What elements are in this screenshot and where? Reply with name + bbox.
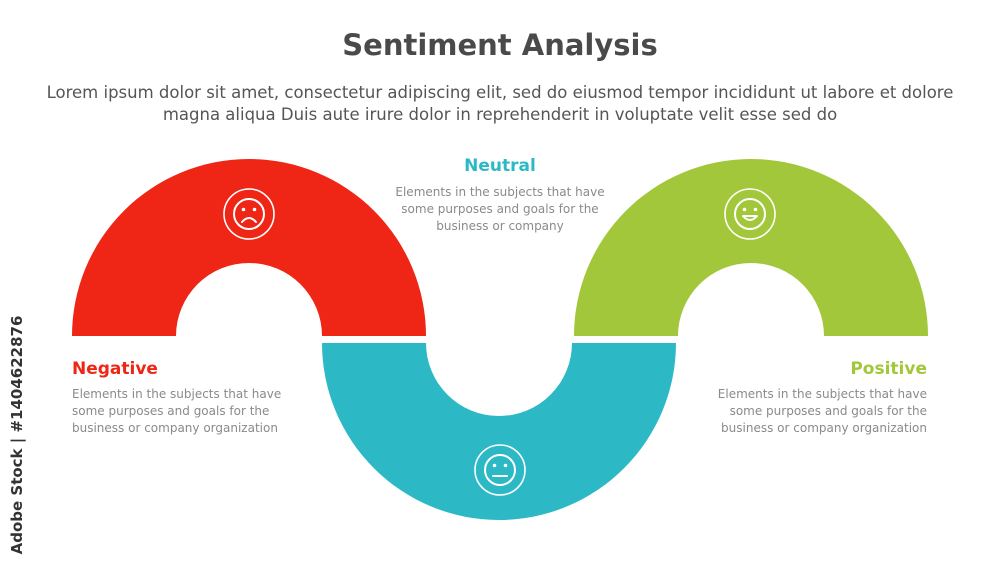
negative-label: Negative — [72, 359, 158, 379]
neutral-face-icon — [474, 444, 526, 496]
page-title: Sentiment Analysis — [342, 28, 658, 62]
sad-face-icon — [223, 188, 275, 240]
watermark: Adobe Stock | #1404622876 — [4, 312, 30, 558]
neutral-arc — [322, 343, 676, 520]
positive-label: Positive — [850, 359, 927, 379]
happy-face-icon — [724, 188, 776, 240]
negative-description: Elements in the subjects that have some … — [72, 387, 282, 435]
page-subtitle: Lorem ipsum dolor sit amet, consectetur … — [46, 83, 954, 124]
negative-arc — [72, 159, 426, 336]
watermark-text: Adobe Stock | #1404622876 — [8, 315, 26, 555]
positive-arc — [574, 159, 928, 336]
neutral-description: Elements in the subjects that have some … — [395, 185, 605, 233]
positive-description: Elements in the subjects that have some … — [717, 387, 927, 435]
neutral-label: Neutral — [464, 156, 536, 176]
